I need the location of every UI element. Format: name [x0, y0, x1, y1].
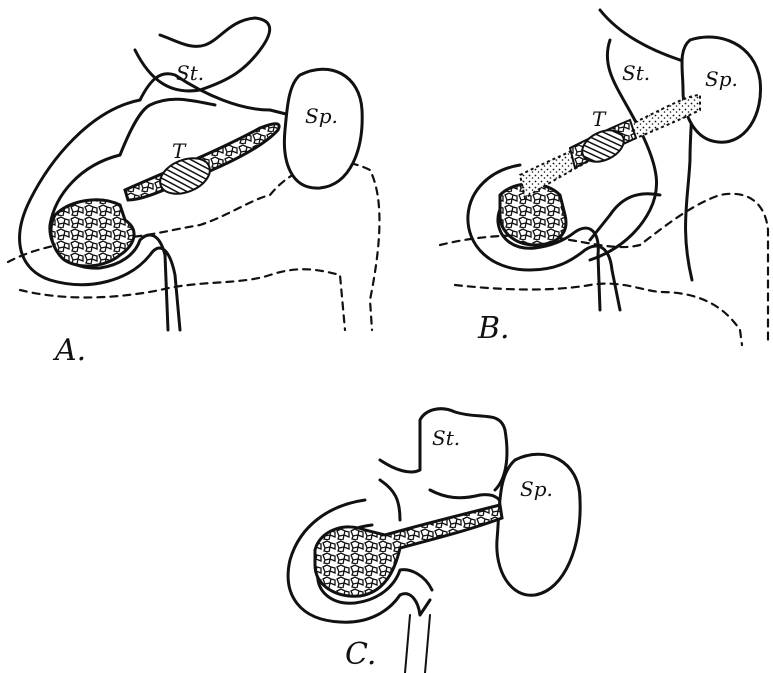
tumor-label: T [592, 107, 607, 131]
spleen-label: Sp. [520, 477, 553, 501]
pancreas-head [500, 184, 566, 245]
spleen-label: Sp. [705, 67, 738, 91]
jejunum-outline [405, 615, 430, 673]
pancreas-head [51, 200, 134, 266]
tumor-label: T [172, 139, 187, 163]
panel-label: B. [477, 311, 510, 346]
stomach-label: St. [432, 426, 460, 450]
spleen-label: Sp. [305, 104, 338, 128]
panel-b: St. Sp. T B. [440, 10, 768, 346]
spleen-shape [284, 69, 362, 188]
panel-label: A. [52, 333, 86, 368]
stomach-label: St. [176, 61, 204, 85]
panel-a: St. Sp. T A. [8, 18, 379, 368]
panel-label: C. [345, 637, 376, 672]
stomach-label: St. [622, 61, 650, 85]
panel-c: St. Sp. C. [288, 409, 580, 673]
pancreas [315, 505, 502, 596]
spleen-shape [497, 454, 580, 595]
